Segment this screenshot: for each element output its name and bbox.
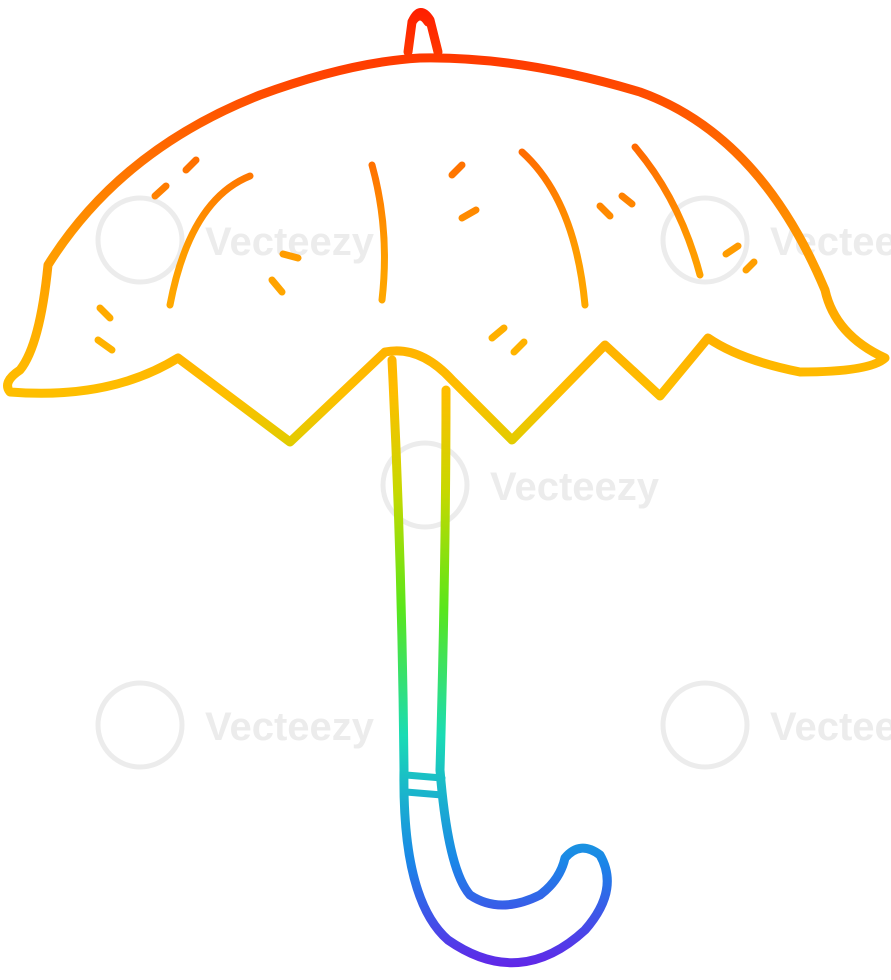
umbrella-shaft-right: [435, 385, 451, 775]
umbrella-handle-hook: [399, 765, 612, 968]
watermark-logo-icon: [660, 195, 750, 285]
umbrella-tip-cap: [407, 11, 433, 27]
watermark-logo-icon: [95, 195, 185, 285]
canopy-rib: [518, 148, 589, 309]
watermark-logo-icon: [660, 680, 750, 770]
watermark-text: Vecteezy: [205, 705, 375, 749]
umbrella-shaft-left: [387, 355, 409, 775]
watermark-logo-icon: [380, 440, 470, 530]
canopy-rib: [368, 161, 388, 304]
canopy-highlights: [94, 156, 758, 356]
watermark-layer: Vecteezy Vecteezy Vecteezy Vecteezy Vect…: [95, 195, 891, 770]
handle-collar: [402, 771, 446, 782]
watermark-logo-icon: [95, 680, 185, 770]
watermark-text: Vecteezy: [490, 465, 660, 509]
handle-collar: [402, 788, 446, 799]
canopy-rib: [166, 172, 254, 309]
umbrella-canopy: [3, 53, 890, 447]
watermark-text: Vecteezy: [770, 705, 891, 749]
canopy-rib: [631, 143, 704, 279]
